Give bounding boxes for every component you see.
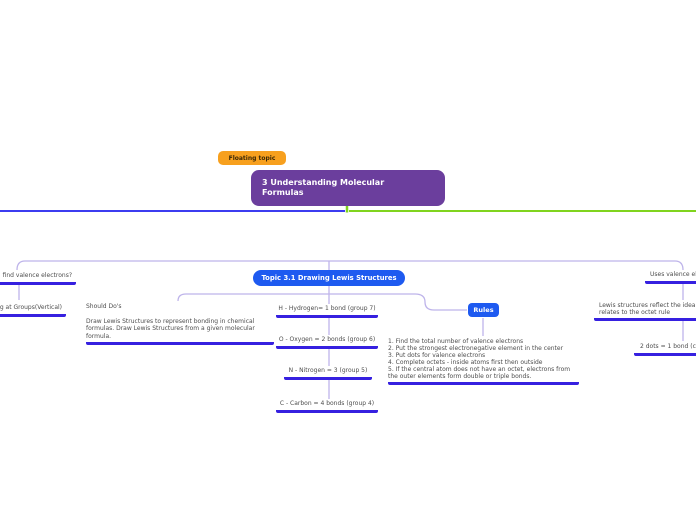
root-topic-node[interactable]: 3 Understanding Molecular Formulas xyxy=(251,170,445,206)
topic-3-1-node[interactable]: Topic 3.1 Drawing Lewis Structures xyxy=(253,270,405,286)
topic-label: 2 dots = 1 bond (cov xyxy=(640,343,696,350)
topic-carbon[interactable]: C - Carbon = 4 bonds (group 4) xyxy=(276,399,378,413)
node-label: Rules xyxy=(473,306,494,314)
topic-uses-valence[interactable]: Uses valence el xyxy=(645,270,696,284)
topic-lewis-octet[interactable]: Lewis structures reflect the idea tha re… xyxy=(594,301,696,322)
topic-label: find valence electrons? xyxy=(2,272,72,279)
topic-label: g at Groups(Vertical) xyxy=(0,304,62,311)
topic-oxygen[interactable]: O - Oxygen = 2 bonds (group 6) xyxy=(276,335,378,349)
topic-should-dos[interactable]: Should Do's Draw Lewis Structures to rep… xyxy=(86,302,274,345)
rules-node[interactable]: Rules xyxy=(468,303,499,317)
topic-label: Uses valence el xyxy=(650,271,696,278)
bracket-top xyxy=(16,260,684,271)
topic-nitrogen[interactable]: N - Nitrogen = 3 (group 5) xyxy=(284,366,372,380)
topic-two-dots-bond[interactable]: 2 dots = 1 bond (cov xyxy=(634,342,696,356)
topic-label: N - Nitrogen = 3 (group 5) xyxy=(288,367,368,374)
topic-label: O - Oxygen = 2 bonds (group 6) xyxy=(278,336,376,343)
topic-label: C - Carbon = 4 bonds (group 4) xyxy=(279,400,375,407)
node-label: 3 Understanding Molecular Formulas xyxy=(262,177,385,198)
node-label: Floating topic xyxy=(228,154,276,162)
topic-title: Should Do's xyxy=(86,303,122,310)
topic-label: H - Hydrogen= 1 bond (group 7) xyxy=(278,305,376,312)
topic-find-valence-electrons[interactable]: find valence electrons? xyxy=(0,271,76,285)
topic-body: Draw Lewis Structures to represent bondi… xyxy=(86,318,255,340)
topic-body: 1. Find the total number of valence elec… xyxy=(388,338,571,380)
node-label: Topic 3.1 Drawing Lewis Structures xyxy=(261,274,397,282)
topic-body: Lewis structures reflect the idea tha re… xyxy=(599,302,696,317)
topic-rules-list[interactable]: 1. Find the total number of valence elec… xyxy=(388,337,579,385)
topic-hydrogen[interactable]: H - Hydrogen= 1 bond (group 7) xyxy=(276,304,378,318)
floating-topic-node[interactable]: Floating topic xyxy=(218,151,286,165)
topic-groups-vertical[interactable]: g at Groups(Vertical) xyxy=(0,303,66,317)
bracket-topic31 xyxy=(177,293,467,311)
